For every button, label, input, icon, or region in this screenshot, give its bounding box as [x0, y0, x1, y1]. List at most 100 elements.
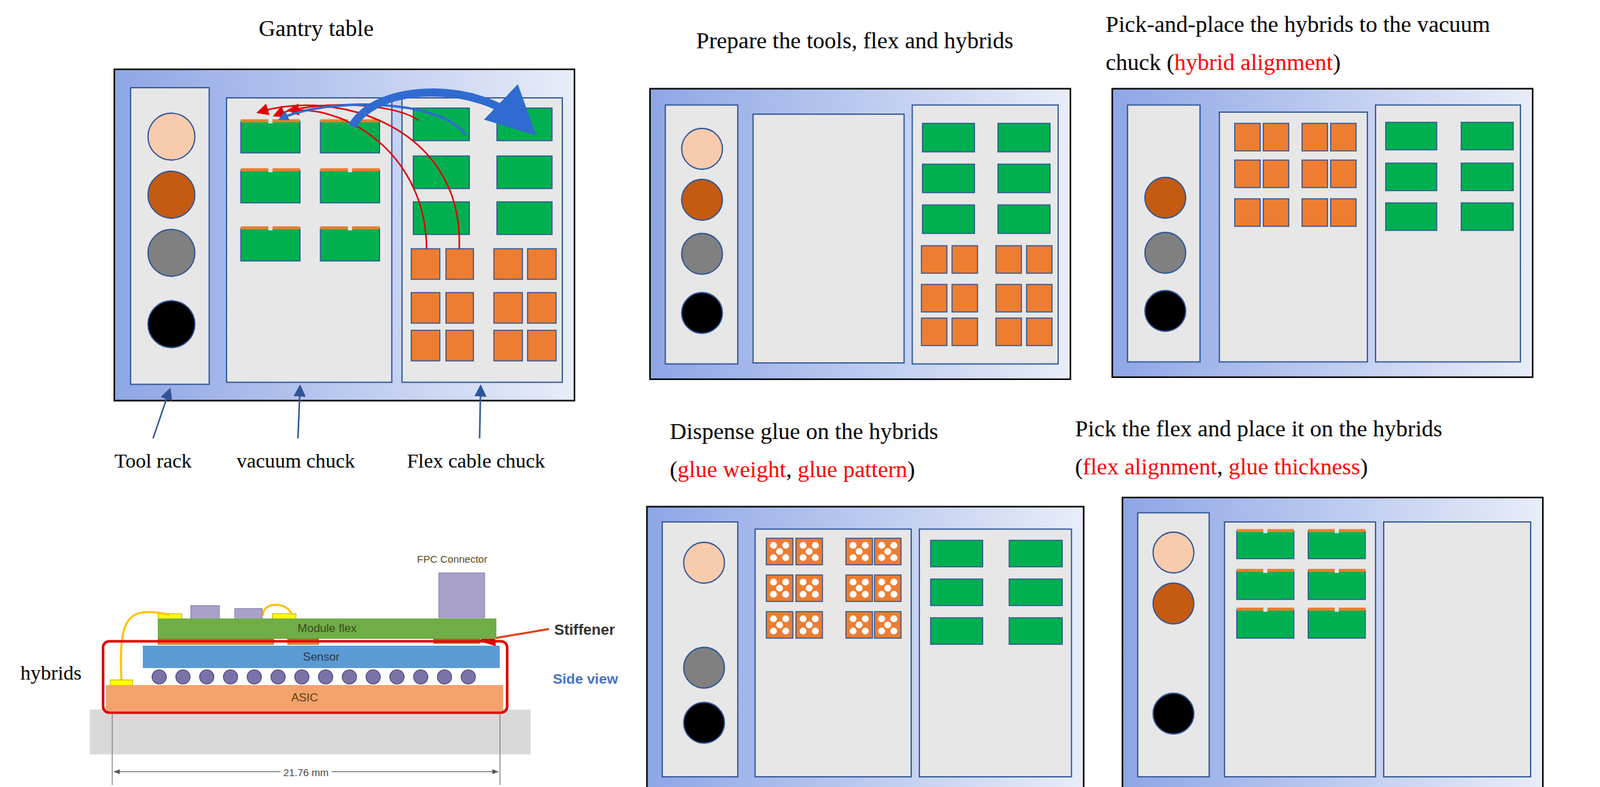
flex-cable — [1385, 163, 1437, 192]
flex-cable — [320, 228, 380, 262]
bump-bond — [176, 670, 191, 685]
tool-rack — [665, 105, 738, 365]
flex-cable-chuck — [1375, 105, 1521, 363]
leader-line — [479, 387, 481, 439]
glue-dot — [805, 621, 813, 629]
bump-bond — [223, 670, 238, 685]
bump-bond — [342, 670, 357, 685]
bump-bond — [270, 670, 285, 685]
parameter: glue weight — [677, 456, 787, 483]
part-label: Flex cable chuck — [406, 449, 545, 473]
parameter: hybrid alignment — [1174, 49, 1333, 75]
hybrid — [874, 575, 901, 602]
notch — [1334, 528, 1339, 534]
glue-dot — [878, 541, 886, 549]
hybrid — [1026, 318, 1053, 347]
tool — [683, 542, 725, 584]
glue-dot — [805, 548, 813, 555]
hybrid — [411, 330, 440, 362]
separator: , — [786, 456, 793, 483]
notch — [268, 225, 273, 232]
glue-dot — [811, 590, 819, 598]
gantry-table — [650, 89, 1071, 381]
glue-dot — [890, 627, 897, 635]
tool-rack — [662, 522, 738, 778]
glue-dot — [805, 584, 813, 592]
title: Gantry table — [259, 15, 374, 42]
notch — [1334, 607, 1339, 613]
hybrid-outline — [103, 641, 508, 714]
tool — [681, 293, 723, 334]
glue-dot — [769, 554, 777, 561]
flex-cable — [240, 228, 300, 262]
flex-cable-chuck — [1383, 522, 1531, 778]
glue-dot — [855, 584, 863, 592]
flex-cable — [1009, 618, 1063, 645]
glue-dot — [883, 621, 891, 629]
glue-dot — [861, 541, 869, 549]
flex-cable — [998, 164, 1051, 194]
glue-dot — [849, 541, 857, 549]
tool — [681, 128, 723, 170]
leader-line — [297, 387, 300, 439]
part-label: hybrids — [20, 661, 82, 685]
flex-cable — [413, 108, 470, 141]
hybrid — [921, 284, 948, 313]
flex-cable — [1461, 203, 1514, 232]
tool — [148, 301, 196, 349]
layer-label: Module flex — [297, 622, 357, 636]
flex-cable — [413, 201, 470, 235]
notch — [1263, 528, 1268, 534]
move-arrow — [289, 110, 427, 249]
glue-dot — [775, 584, 783, 592]
bump-bond — [437, 670, 452, 685]
smd-component — [234, 609, 263, 620]
bump-bond — [152, 670, 167, 685]
hybrid — [845, 611, 873, 639]
hybrid — [795, 575, 823, 602]
tool — [1145, 291, 1186, 332]
hybrid — [411, 293, 440, 324]
glue-dot — [878, 615, 886, 623]
hybrid — [1026, 284, 1053, 313]
glue-dot — [811, 615, 819, 623]
gantry-table — [1112, 89, 1533, 379]
glue-dot — [781, 627, 789, 635]
glue-dot — [799, 615, 807, 623]
notch — [348, 167, 353, 173]
flex-cable — [922, 164, 976, 194]
tool-rack — [130, 87, 210, 385]
bracket: ( — [1166, 49, 1175, 75]
hybrid — [996, 246, 1023, 275]
tool-rack — [1137, 513, 1210, 778]
flex-cable — [930, 618, 984, 645]
dimension: 21.76 mm — [280, 767, 332, 779]
bracket: ) — [1332, 49, 1341, 75]
bump-bond — [413, 670, 428, 685]
flex-cable — [1385, 122, 1437, 151]
bracket: ( — [1075, 454, 1083, 480]
hybrid — [446, 330, 474, 362]
hybrid — [411, 248, 440, 280]
hybrid — [996, 318, 1023, 347]
bump-bond — [461, 670, 476, 685]
glue-dot — [799, 554, 807, 561]
dimension-tick — [111, 713, 113, 786]
hybrid — [1234, 199, 1261, 228]
flex-cable — [1236, 609, 1295, 639]
flex-cable — [998, 123, 1051, 153]
parameter: flex alignment — [1082, 454, 1217, 480]
glue-dot — [883, 548, 891, 555]
glue-dot — [769, 627, 777, 635]
hybrid — [1302, 160, 1329, 189]
hybrid — [1263, 160, 1290, 189]
glue-dot — [890, 615, 897, 623]
glue-dot — [775, 548, 783, 555]
notch — [268, 118, 273, 124]
bump-bond — [246, 670, 262, 685]
hybrid — [527, 248, 557, 280]
hybrid — [1302, 199, 1329, 228]
glue-dot — [861, 615, 869, 623]
hybrid — [1234, 123, 1261, 152]
hybrid — [845, 538, 873, 566]
